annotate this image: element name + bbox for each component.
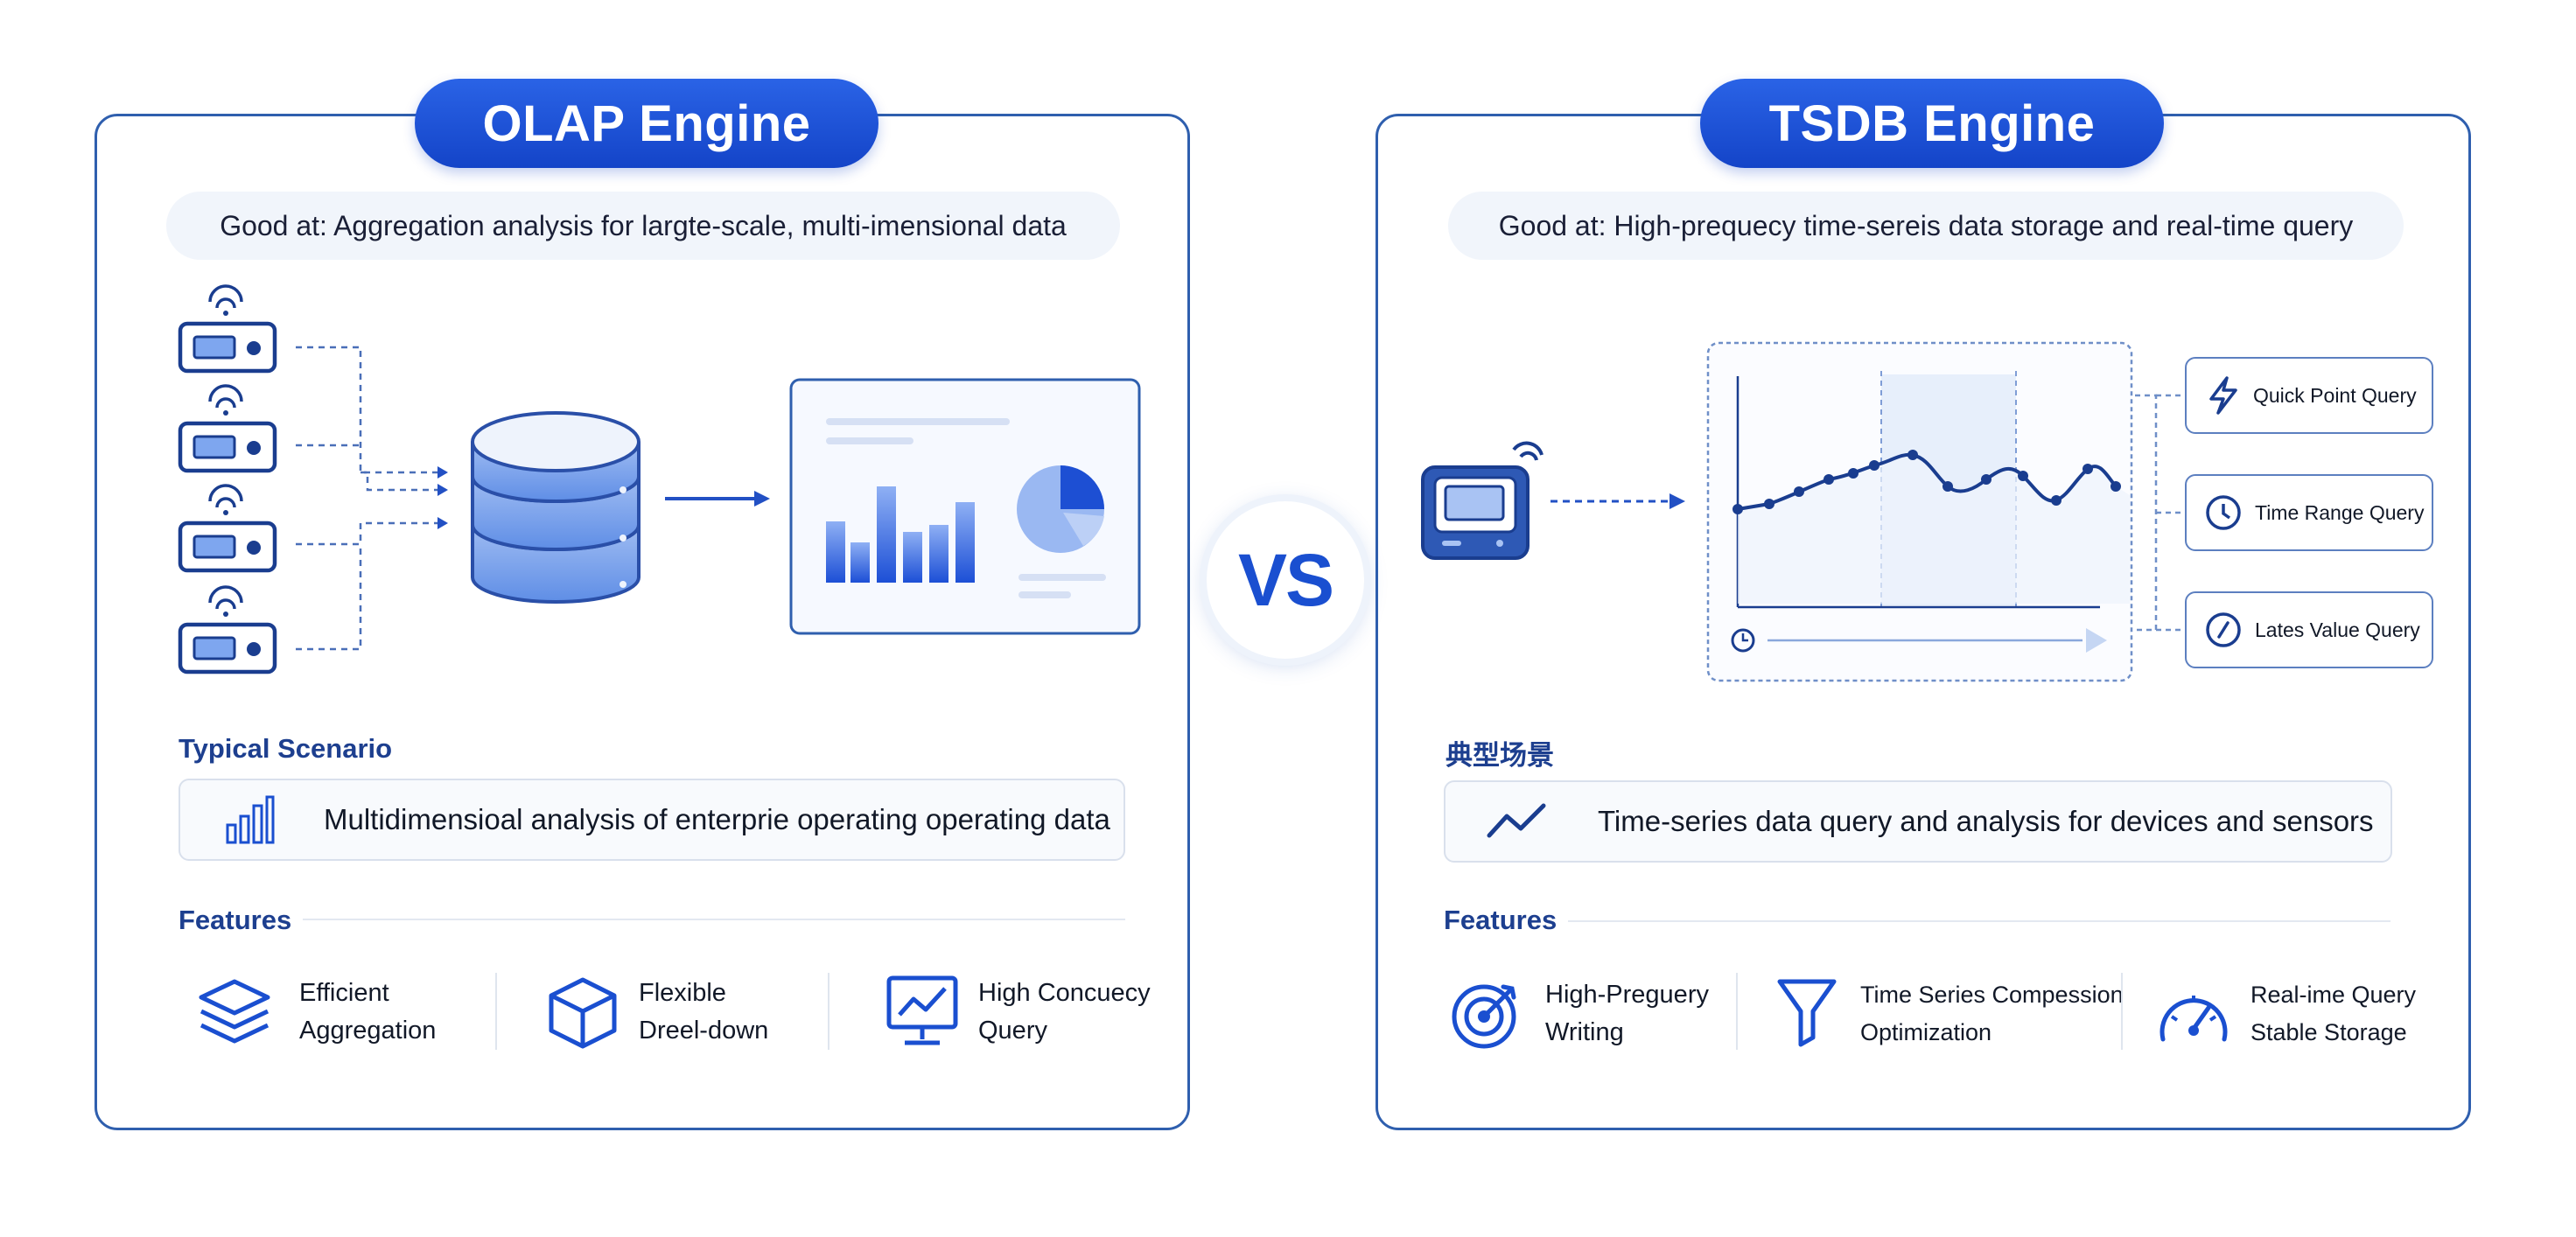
tsdb-feature-writing: High-Preguery Writing bbox=[1545, 976, 1709, 1052]
trend-line-icon bbox=[1487, 803, 1546, 838]
gauge-icon bbox=[2206, 612, 2241, 647]
olap-feature-aggregation: Efficient Aggregation bbox=[299, 975, 436, 1050]
feature-line2: Aggregation bbox=[299, 1017, 437, 1045]
tsdb-scenario-text: Time-series data query and analysis for … bbox=[1598, 805, 2374, 837]
feature-divider bbox=[495, 973, 497, 1050]
tsdb-scenario-box: Time-series data query and analysis for … bbox=[1444, 780, 2392, 863]
query-box-time-range: Time Range Query bbox=[2185, 474, 2433, 551]
olap-scenario-box: Multidimensioal analysis of enterprie op… bbox=[178, 779, 1125, 861]
tsdb-scenario-label: 典型场景 bbox=[1446, 740, 1554, 771]
lightning-icon bbox=[2209, 376, 2237, 415]
query-label: Quick Point Query bbox=[2253, 383, 2417, 407]
funnel-icon bbox=[1777, 979, 1837, 1047]
cube-icon bbox=[549, 977, 617, 1049]
tsdb-features-rule bbox=[1568, 920, 2390, 922]
query-label: Time Range Query bbox=[2255, 500, 2425, 524]
clock-icon bbox=[2206, 495, 2241, 530]
olap-features-label: Features bbox=[178, 905, 292, 935]
feature-divider bbox=[828, 973, 830, 1050]
feature-divider bbox=[1736, 973, 1738, 1050]
feature-line1: Real-ime Query bbox=[2250, 982, 2417, 1008]
feature-line2: Writing bbox=[1545, 1018, 1624, 1046]
tsdb-features-label: Features bbox=[1444, 905, 1558, 935]
olap-feature-drilldown: Flexible Dreel-down bbox=[639, 975, 768, 1050]
olap-scenario-label: Typical Scenario bbox=[178, 733, 393, 764]
feature-line2: Dreel-down bbox=[639, 1017, 769, 1045]
tsdb-good-at: Good at: High-prequecy time-sereis data … bbox=[1448, 192, 2404, 260]
olap-features-rule bbox=[303, 919, 1125, 920]
monitor-chart-icon bbox=[886, 975, 958, 1045]
speedometer-icon bbox=[2160, 996, 2228, 1042]
olap-title: OLAP Engine bbox=[415, 79, 878, 168]
feature-line1: Efficient bbox=[299, 979, 389, 1007]
olap-good-at: Good at: Aggregation analysis for largte… bbox=[166, 192, 1120, 260]
target-icon bbox=[1452, 984, 1516, 1049]
feature-line2: Optimization bbox=[1860, 1019, 1992, 1045]
tsdb-title: TSDB Engine bbox=[1700, 79, 2164, 168]
query-box-quick-point: Quick Point Query bbox=[2185, 357, 2433, 434]
tsdb-feature-compression: Time Series Compession Optimization bbox=[1860, 976, 2124, 1052]
bar-chart-icon bbox=[226, 795, 275, 844]
feature-line1: High Concuecy bbox=[978, 979, 1151, 1007]
olap-scenario-text: Multidimensioal analysis of enterprie op… bbox=[324, 803, 1110, 835]
feature-line1: Flexible bbox=[639, 979, 726, 1007]
feature-divider bbox=[2121, 973, 2123, 1050]
layers-icon bbox=[199, 979, 270, 1044]
feature-line1: Time Series Compession bbox=[1860, 982, 2124, 1008]
feature-line1: High-Preguery bbox=[1545, 981, 1709, 1009]
feature-line2: Stable Storage bbox=[2250, 1019, 2407, 1045]
query-box-latest-value: Lates Value Query bbox=[2185, 591, 2433, 668]
query-label: Lates Value Query bbox=[2255, 618, 2420, 641]
tsdb-feature-realtime: Real-ime Query Stable Storage bbox=[2250, 976, 2416, 1052]
olap-feature-concurrency: High Concuecy Query bbox=[978, 975, 1151, 1050]
vs-badge: VS bbox=[1207, 501, 1364, 659]
feature-line2: Query bbox=[978, 1017, 1047, 1045]
